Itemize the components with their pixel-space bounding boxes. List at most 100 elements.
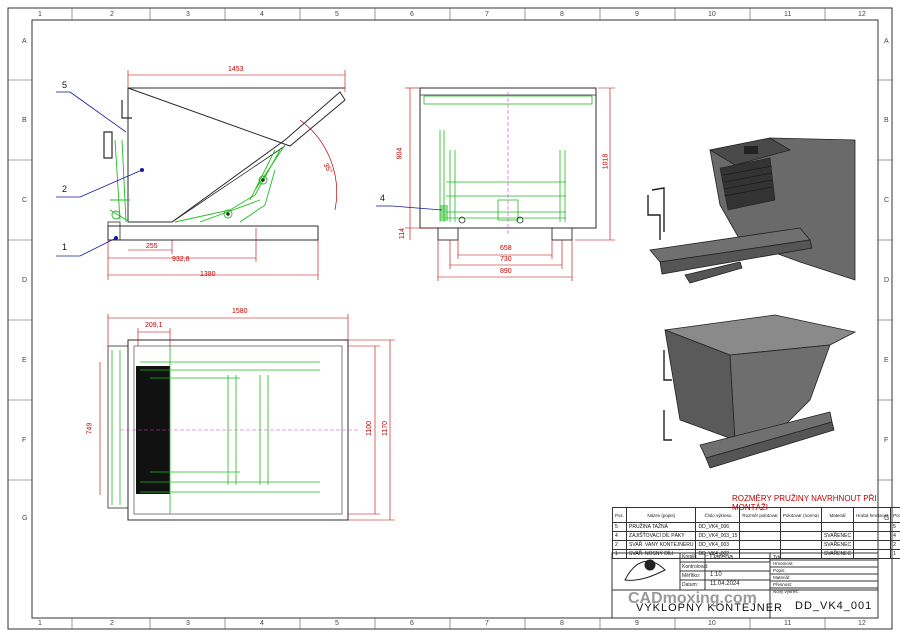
col-label-bottom-2: 2 <box>110 620 114 627</box>
tb-kreslil-label: Kreslil: <box>682 554 698 560</box>
dim-749: 749 <box>86 422 94 435</box>
row-label-right-b: B <box>884 117 889 124</box>
callout-5: 4 <box>380 193 386 203</box>
callout-2: 2 <box>62 184 68 194</box>
bom-cell <box>853 549 892 559</box>
tb-meritko-label: Měřítko: <box>682 573 701 579</box>
watermark: CADmoxing.com <box>628 590 757 607</box>
table-row: 5 PRUŽINA TAŽNÁ DD_VK4_006 5 <box>611 522 900 532</box>
bom-header: Hrubá hmotnost <box>853 507 892 523</box>
dim-2091: 209,1 <box>145 322 163 329</box>
bom-cell <box>853 540 892 550</box>
tb-kontroloval-label: Kontroloval: <box>682 564 709 570</box>
bom-name: PRUŽINA TAŽNÁ <box>626 522 697 532</box>
bom-cell <box>853 522 892 532</box>
dim-9328: 932,8 <box>172 256 190 263</box>
bom-qty: 5 <box>890 522 900 532</box>
iso-view-lower <box>663 314 857 469</box>
iso-view-upper <box>647 137 856 284</box>
col-label-6: 6 <box>410 11 414 18</box>
row-label-g: G <box>22 515 28 522</box>
dim-904: 904 <box>396 147 404 160</box>
col-label-bottom-8: 8 <box>560 620 564 627</box>
bom-qty: 4 <box>890 531 900 541</box>
bom-cell <box>779 540 822 550</box>
bom-pos: 2 <box>611 540 628 550</box>
bom-material: SVAŘENEC <box>820 531 855 541</box>
dim-890: 890 <box>500 268 512 275</box>
bom-cell <box>779 531 822 541</box>
row-label-f: F <box>22 437 27 444</box>
bom-cell <box>739 522 781 532</box>
bom-drawing: DD_VK4_003_15 <box>695 531 741 541</box>
col-label-5: 5 <box>335 11 339 18</box>
drawing-title: VÝKLOPNÝ KONTEJNER <box>636 602 783 614</box>
col-label-9: 9 <box>635 11 639 18</box>
dim-1170: 1170 <box>382 420 390 437</box>
bom-material: SVAŘENEC <box>820 549 855 559</box>
bom-cell <box>779 522 822 532</box>
bom-drawing: DD_VK4_003 <box>695 540 741 550</box>
col-label-bottom-3: 3 <box>186 620 190 627</box>
bom-drawing: DD_VK4_002 <box>695 549 741 559</box>
tb-typ-label: Typ: <box>773 554 782 559</box>
company-logo <box>624 559 666 581</box>
bom-cell <box>739 540 781 550</box>
row-label-right-c: C <box>884 197 890 204</box>
bom-header: Název (popis) <box>626 507 697 523</box>
dim-114: 114 <box>399 227 407 240</box>
tb-right-row: Nový výkres: <box>773 589 799 594</box>
row-label-right-d: D <box>884 277 890 284</box>
bom-cell <box>853 531 892 541</box>
bom-pos: 4 <box>611 531 628 541</box>
dim-1580: 1580 <box>232 308 248 315</box>
row-label-e: E <box>22 357 27 364</box>
tb-right-row: Materiál: <box>773 575 791 580</box>
drawing-number: DD_VK4_001 <box>795 600 873 612</box>
tb-datum-label: Datum: <box>682 582 699 588</box>
row-label-c: C <box>22 197 28 204</box>
top-view <box>99 314 395 521</box>
row-label-b: B <box>22 117 27 124</box>
col-label-bottom-11: 11 <box>784 620 792 627</box>
col-label-bottom-7: 7 <box>485 620 489 627</box>
col-label-10: 10 <box>708 11 716 18</box>
bom-header: Polotovar (norma) <box>779 507 822 523</box>
bom-header: Poz. <box>611 507 628 523</box>
bom-header: Materiál <box>820 507 855 523</box>
dim-730: 730 <box>500 256 512 263</box>
col-label-7: 7 <box>485 11 489 18</box>
col-label-bottom-4: 4 <box>260 620 264 627</box>
row-label-right-e: E <box>884 357 889 364</box>
bom-header-row: Poz. Název (popis) Číslo výkresu Rozměr … <box>611 507 900 523</box>
row-label-right-f: F <box>884 437 889 444</box>
bom-pos: 1 <box>611 549 628 559</box>
col-label-bottom-12: 12 <box>858 620 866 627</box>
col-label-4: 4 <box>260 11 264 18</box>
dim-255: 255 <box>146 243 158 250</box>
bom-table: Poz. Název (popis) Číslo výkresu Rozměr … <box>611 507 900 559</box>
col-label-bottom-6: 6 <box>410 620 414 627</box>
row-label-a: A <box>22 38 27 45</box>
tb-right-row: Popis: <box>773 568 786 573</box>
col-label-bottom-5: 5 <box>335 620 339 627</box>
bom-header: Číslo výkresu <box>695 507 741 523</box>
dim-1100: 1100 <box>366 420 374 437</box>
bom-name: ZAJIŠŤOVACÍ DÍL PÁKY <box>626 531 697 541</box>
bom-cell <box>739 531 781 541</box>
tb-right-row: Přesnost: <box>773 582 793 587</box>
dim-1453: 1453 <box>228 66 244 73</box>
dim-1380: 1380 <box>200 271 216 278</box>
col-label-8: 8 <box>560 11 564 18</box>
bom-header: Pce <box>890 507 900 523</box>
bom-drawing: DD_VK4_006 <box>695 522 741 532</box>
callout-1: 1 <box>62 242 68 252</box>
dim-1018: 1018 <box>602 153 610 170</box>
inner-frame <box>31 19 879 619</box>
col-label-11: 11 <box>784 11 792 18</box>
col-label-1: 1 <box>38 11 42 18</box>
col-label-bottom-9: 9 <box>635 620 639 627</box>
col-label-2: 2 <box>110 11 114 18</box>
bom-name: SVAŘ. NOSNÝ DÍLI <box>626 549 697 559</box>
